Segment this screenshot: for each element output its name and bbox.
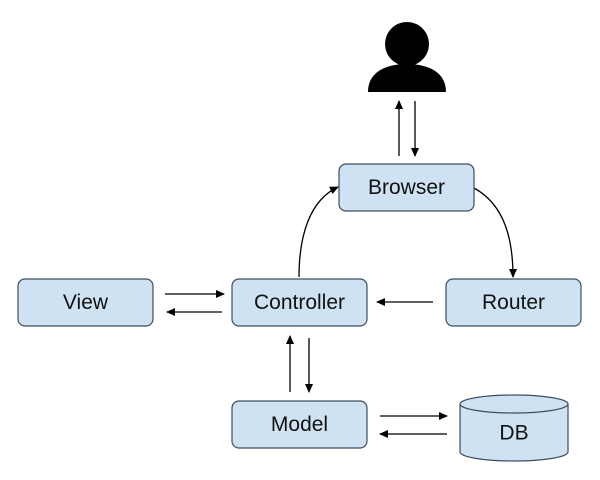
node-db: DB — [459, 394, 569, 462]
edges — [165, 100, 517, 438]
user-icon — [368, 22, 446, 92]
node-model-label: Model — [271, 413, 328, 436]
node-controller: Controller — [231, 278, 368, 327]
node-browser: Browser — [338, 163, 475, 212]
node-db-label: DB — [499, 422, 528, 445]
node-view-label: View — [63, 291, 109, 314]
node-controller-label: Controller — [254, 291, 345, 314]
node-view: View — [17, 278, 154, 327]
edge-browser-to-router — [473, 187, 517, 278]
node-model: Model — [231, 400, 368, 449]
node-router-label: Router — [482, 291, 545, 314]
node-router: Router — [445, 278, 582, 327]
edge-controller-to-browser — [298, 186, 339, 278]
node-browser-label: Browser — [368, 176, 445, 199]
